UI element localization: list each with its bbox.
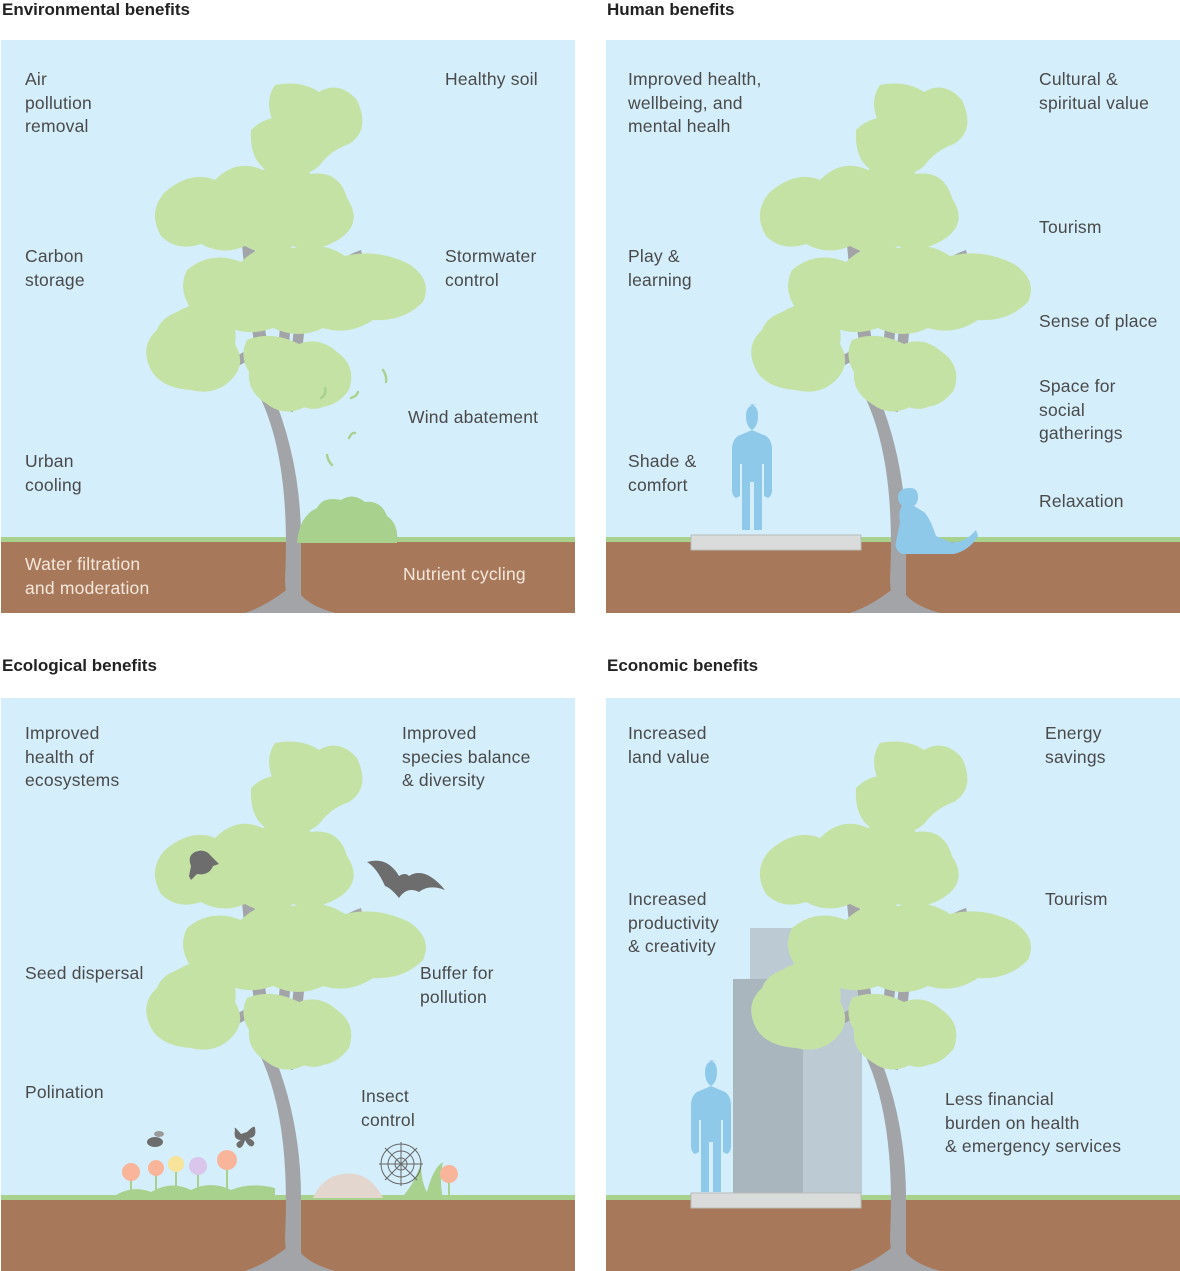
- economic-scene: [606, 741, 1180, 1271]
- plaza-platform: [690, 1192, 862, 1209]
- label-shade-comfort: Shade & comfort: [628, 451, 697, 495]
- shrub-icon: [297, 496, 398, 543]
- butterfly-icon: [234, 1126, 256, 1148]
- rock-icon: [313, 1173, 383, 1198]
- label-urban-cooling: Urban cooling: [25, 451, 82, 495]
- label-nutrient-cycling: Nutrient cycling: [403, 564, 526, 584]
- label-improved-health-ecosystems: Improved health of ecosystems: [25, 723, 120, 790]
- label-polination: Polination: [25, 1082, 104, 1102]
- label-water-filtration: Water filtration and moderation: [25, 554, 150, 598]
- title-human-benefits: Human benefits: [607, 0, 735, 19]
- label-energy-savings: Energy savings: [1045, 723, 1106, 767]
- bench-platform: [690, 534, 862, 551]
- tree-icon: [146, 83, 426, 613]
- human-scene: [606, 83, 1180, 613]
- label-healthy-soil: Healthy soil: [445, 69, 538, 89]
- person-standing-icon: [732, 404, 772, 530]
- label-tourism-economic: Tourism: [1045, 889, 1108, 909]
- label-stormwater-control: Stormwater control: [445, 246, 537, 290]
- label-air-pollution-removal: Air pollution removal: [25, 69, 92, 136]
- economic-panel: Increased land value Energy savings Incr…: [606, 698, 1180, 1271]
- label-improved-health: Improved health, wellbeing, and mental h…: [628, 69, 762, 136]
- label-carbon-storage: Carbon storage: [25, 246, 85, 290]
- title-environmental-benefits: Environmental benefits: [2, 0, 190, 19]
- label-insect-control: Insect control: [361, 1086, 415, 1130]
- spiderweb-icon: [379, 1142, 423, 1186]
- ecological-panel: Improved health of ecosystems Improved s…: [1, 698, 575, 1271]
- person-sitting-icon: [895, 488, 978, 554]
- label-buffer-pollution: Buffer for pollution: [420, 963, 494, 1007]
- ecological-scene: [1, 741, 575, 1271]
- label-wind-abatement: Wind abatement: [408, 407, 539, 427]
- label-increased-land-value: Increased land value: [628, 723, 710, 767]
- title-economic-benefits: Economic benefits: [607, 656, 759, 675]
- title-ecological-benefits: Ecological benefits: [2, 656, 157, 675]
- flower-icon: [122, 1150, 458, 1198]
- label-cultural-spiritual: Cultural & spiritual value: [1039, 69, 1149, 113]
- label-increased-productivity: Increased productivity & creativity: [628, 889, 719, 956]
- person-standing-icon: [691, 1060, 731, 1192]
- human-panel: Improved health, wellbeing, and mental h…: [606, 40, 1180, 613]
- tree-icon: [146, 741, 426, 1271]
- grass-tufts: [111, 1162, 443, 1198]
- label-species-balance: Improved species balance & diversity: [402, 723, 531, 790]
- label-relaxation: Relaxation: [1039, 491, 1124, 511]
- falling-leaf-icon: [319, 368, 388, 467]
- label-less-financial-burden: Less financial burden on health & emerge…: [945, 1089, 1122, 1156]
- bee-icon: [147, 1131, 164, 1147]
- label-play-learning: Play & learning: [628, 246, 692, 290]
- environmental-scene: [1, 83, 575, 613]
- label-social-gatherings: Space for social gatherings: [1039, 376, 1123, 443]
- bat-icon: [367, 860, 445, 898]
- tree-icon: [751, 83, 1031, 613]
- bird-icon: [189, 850, 219, 880]
- environmental-panel: Air pollution removal Healthy soil Carbo…: [1, 40, 575, 613]
- label-seed-dispersal: Seed dispersal: [25, 963, 144, 983]
- label-tourism: Tourism: [1039, 217, 1102, 237]
- tree-icon: [751, 741, 1031, 1271]
- label-sense-of-place: Sense of place: [1039, 311, 1158, 331]
